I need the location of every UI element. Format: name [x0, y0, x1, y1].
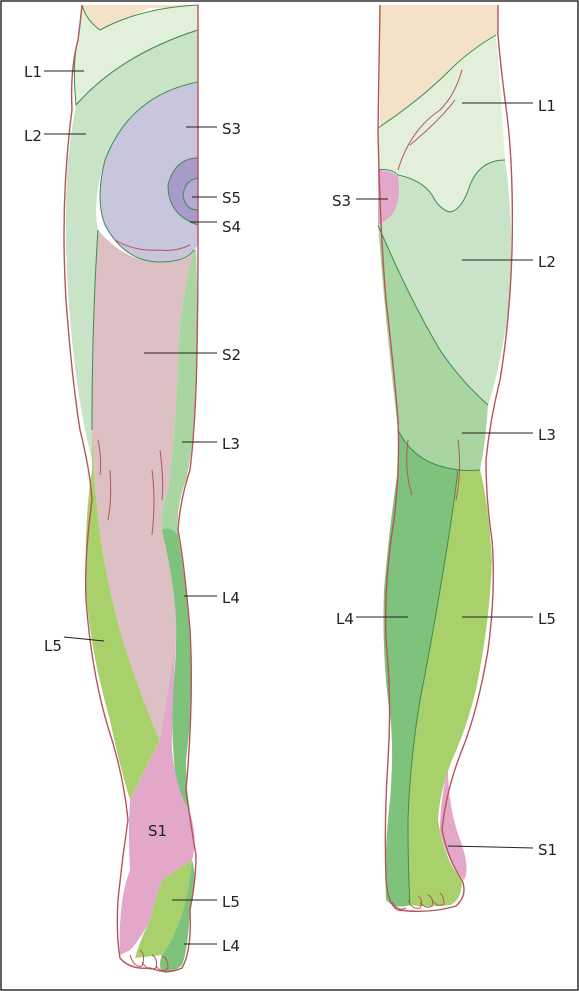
right-label-L3: L3	[538, 426, 556, 444]
left-label-L1: L1	[24, 63, 42, 81]
left-label-S4: S4	[222, 218, 241, 236]
left-label-S2: S2	[222, 346, 241, 364]
left-label-L5-foot: L5	[222, 893, 240, 911]
left-label-L2: L2	[24, 127, 42, 145]
right-label-S3: S3	[332, 192, 351, 210]
left-label-S1: S1	[148, 822, 167, 840]
right-label-L4: L4	[336, 610, 354, 628]
left-label-L5: L5	[44, 637, 62, 655]
left-label-L3: L3	[222, 435, 240, 453]
right-label-L5: L5	[538, 610, 556, 628]
right-label-S1: S1	[538, 841, 557, 859]
left-label-L4-foot: L4	[222, 937, 240, 955]
left-label-S5: S5	[222, 189, 241, 207]
left-label-S3: S3	[222, 120, 241, 138]
left-label-L4: L4	[222, 589, 240, 607]
right-label-L2: L2	[538, 253, 556, 271]
right-label-L1: L1	[538, 97, 556, 115]
